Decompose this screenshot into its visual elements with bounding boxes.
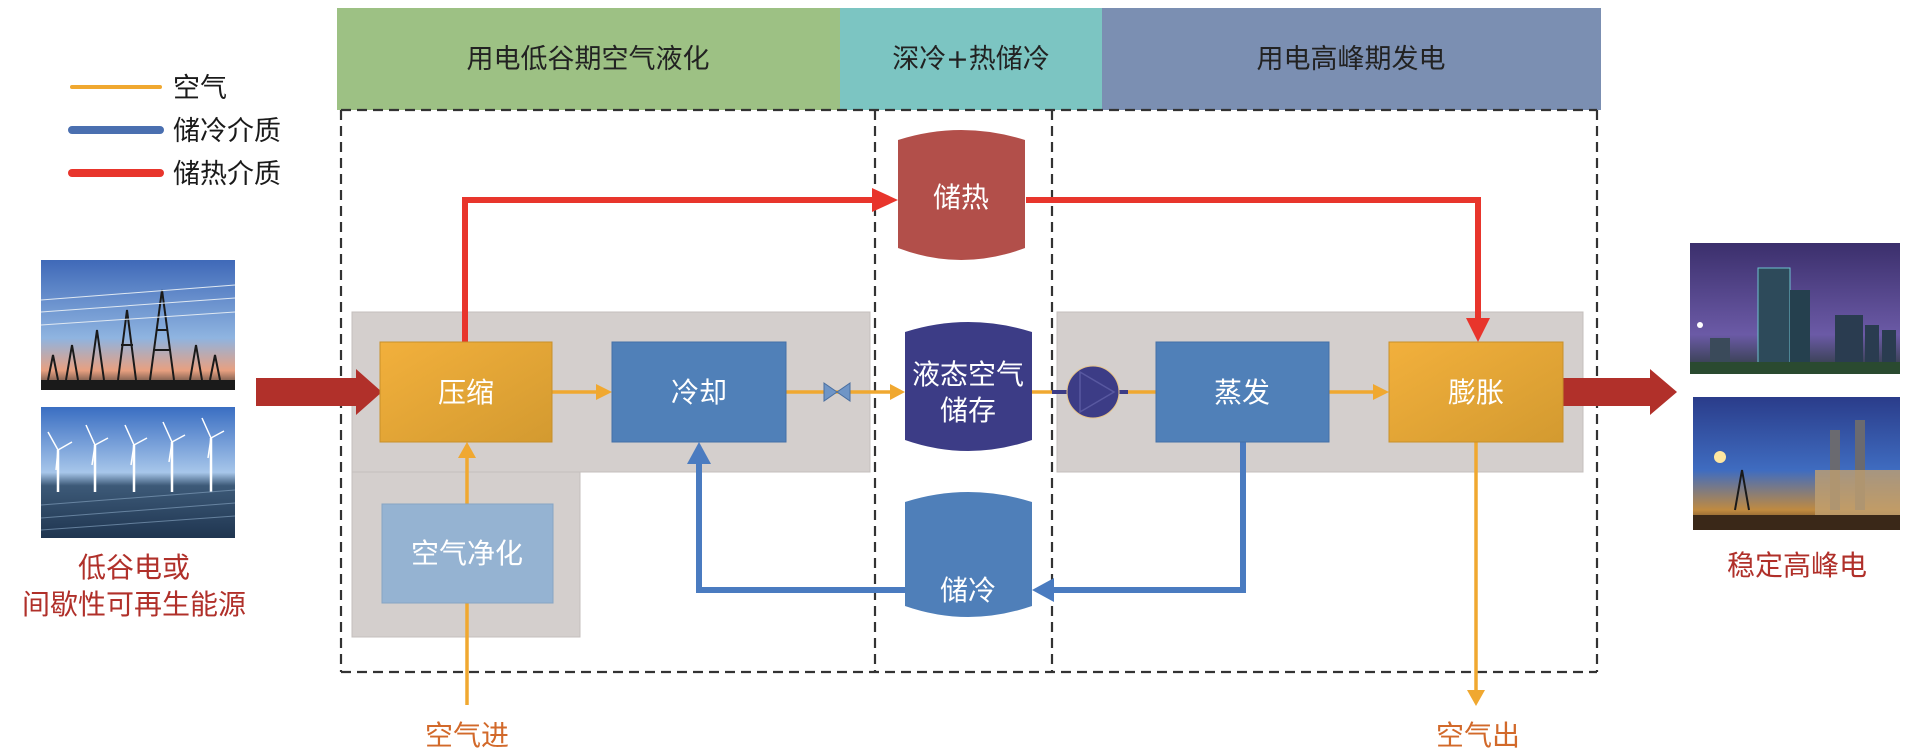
cold-arrow-into-cooler	[687, 442, 711, 464]
expand-box[interactable]	[1388, 341, 1564, 443]
wind-solar-photo	[40, 407, 236, 538]
power-grid-photo	[40, 260, 236, 390]
air-arrow-into-storage	[890, 384, 905, 400]
unit-compress[interactable]: 压缩	[379, 341, 553, 443]
tank-liquid-air-storage[interactable]: 液态空气 储存	[905, 322, 1032, 451]
purify-box[interactable]	[381, 503, 554, 604]
heat-arrow-into-storage	[872, 188, 898, 212]
air-in-label: 空气进	[425, 719, 509, 752]
legend: 空气 储冷介质 储热介质	[68, 73, 281, 190]
heat-tank-label: 储热	[933, 181, 989, 214]
legend-label-air: 空气	[173, 73, 227, 104]
cold-tank-label: 储冷	[940, 574, 996, 607]
cryo-pump-icon	[1052, 365, 1128, 419]
compress-label: 压缩	[438, 376, 494, 409]
legend-label-cold-medium: 储冷介质	[173, 116, 281, 147]
power-in-arrow	[256, 369, 382, 415]
cold-line-from-evaporator	[1052, 442, 1246, 593]
purify-label: 空气净化	[411, 537, 523, 570]
liquid-air-tank-shape[interactable]	[905, 322, 1032, 451]
cool-label: 冷却	[671, 376, 727, 409]
source-photos: 低谷电或 间歇性可再生能源	[22, 260, 246, 621]
liquid-air-tank-label-line1: 液态空气	[912, 358, 1024, 391]
heat-arrow-into-expander	[1466, 318, 1490, 342]
throttle-valve-icon	[823, 382, 851, 402]
output-photos: 稳定高峰电	[1690, 243, 1900, 582]
heat-tank-shape[interactable]	[898, 130, 1025, 260]
legend-label-heat-medium: 储热介质	[173, 159, 281, 190]
liquid-air-tank-label-line2: 储存	[940, 394, 996, 427]
legend-item-air: 空气	[70, 73, 227, 104]
unit-evaporate[interactable]: 蒸发	[1155, 341, 1330, 443]
air-out-label: 空气出	[1436, 719, 1520, 752]
evaporate-label: 蒸发	[1214, 376, 1270, 409]
cold-line-to-cooler	[696, 462, 905, 593]
evaporate-box[interactable]	[1155, 341, 1330, 443]
legend-item-heat-medium: 储热介质	[68, 159, 281, 190]
expand-label: 膨胀	[1448, 376, 1504, 409]
cold-medium-loop	[696, 442, 1246, 593]
phase-headers: 用电低谷期空气液化 深冷+热储冷 用电高峰期发电	[337, 8, 1601, 110]
source-label-line1: 低谷电或	[78, 551, 190, 584]
phase-header-liquefaction	[337, 8, 840, 110]
compress-box[interactable]	[379, 341, 553, 443]
cold-tank-shape[interactable]	[905, 492, 1032, 617]
phase-label-storage: 深冷+热储冷	[892, 44, 1050, 75]
heat-line-to-storage	[462, 197, 878, 342]
city-night-photo	[1690, 243, 1900, 374]
legend-item-cold-medium: 储冷介质	[68, 116, 281, 147]
air-arrow-into-expander	[1373, 384, 1389, 400]
air-arrow-into-compress	[458, 442, 476, 458]
cool-box[interactable]	[611, 341, 787, 443]
unit-purify[interactable]: 空气净化	[381, 503, 554, 604]
tank-heat-storage[interactable]: 储热	[898, 130, 1025, 260]
tank-cold-storage[interactable]: 储冷	[905, 492, 1032, 617]
heat-medium-loop	[462, 197, 1481, 342]
cold-arrow-into-storage	[1032, 578, 1054, 602]
phase-label-liquefaction: 用电低谷期空气液化	[467, 44, 710, 75]
heat-line-to-expander	[1026, 197, 1481, 320]
source-label-line2: 间歇性可再生能源	[22, 588, 246, 621]
phase-header-generation	[1102, 8, 1601, 110]
power-plant-photo	[1693, 397, 1900, 530]
power-arrows	[256, 369, 1677, 415]
air-arrow-into-cool	[596, 384, 612, 400]
unit-expand[interactable]: 膨胀	[1388, 341, 1564, 443]
air-arrow-out	[1467, 690, 1485, 706]
power-out-arrow	[1563, 369, 1677, 415]
phase-header-storage	[840, 8, 1102, 110]
unit-cool[interactable]: 冷却	[611, 341, 787, 443]
output-label: 稳定高峰电	[1727, 549, 1867, 582]
phase-label-generation: 用电高峰期发电	[1257, 44, 1446, 75]
